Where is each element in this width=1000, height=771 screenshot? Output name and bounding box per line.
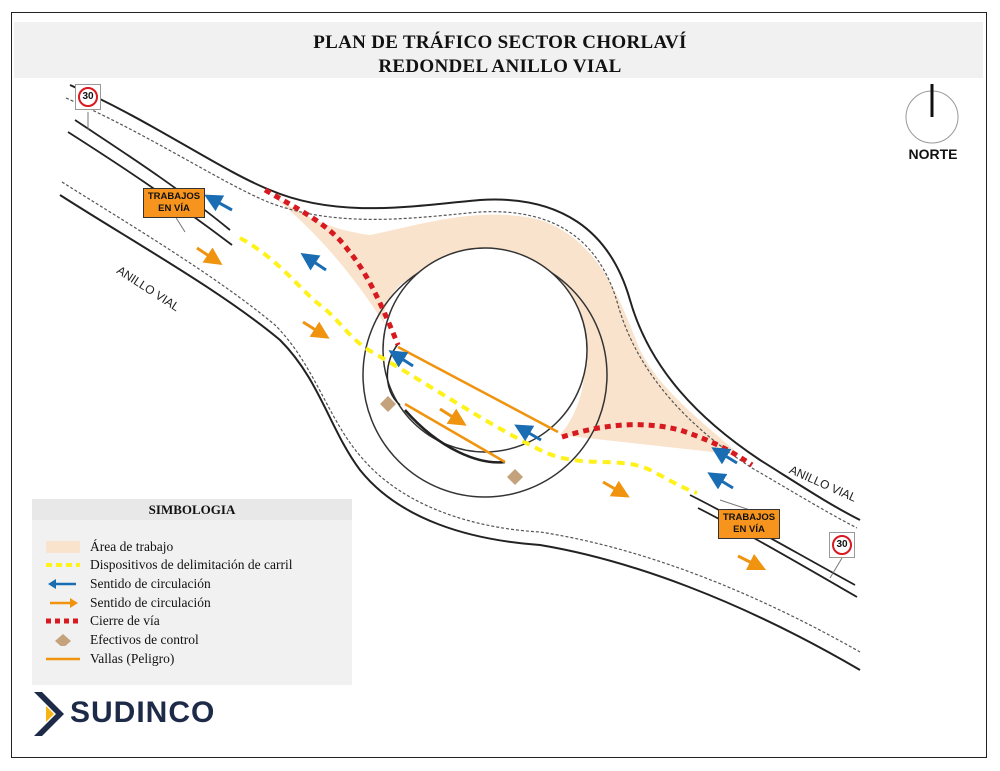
control-officer-icon — [507, 469, 523, 485]
barrier-line — [397, 345, 559, 434]
legend-label: Sentido de circulación — [90, 576, 211, 591]
blue-arrow-icon — [48, 579, 76, 589]
road-closure — [561, 422, 754, 468]
road-closure — [263, 187, 401, 346]
legend-item-barrier: Vallas (Peligro) — [32, 650, 352, 668]
orange-arrow-icon — [302, 320, 330, 339]
legend-label: Cierre de vía — [90, 613, 160, 628]
speed-limit-value: 30 — [832, 535, 852, 555]
speed-limit-value: 30 — [78, 87, 98, 107]
sign-leader — [829, 557, 843, 579]
legend-item-blue-arrow: Sentido de circulación — [32, 575, 352, 593]
blue-arrow-icon — [514, 424, 542, 442]
legend-item-control: Efectivos de control — [32, 631, 352, 649]
blue-arrow-icon — [388, 350, 414, 368]
barrier-line — [404, 402, 506, 464]
blue-arrow-icon — [707, 472, 734, 490]
work-sign-line2: EN VÍA — [158, 203, 190, 214]
orange-arrow-icon — [196, 246, 223, 265]
legend-label: Sentido de circulación — [90, 595, 211, 610]
blue-arrow-icon — [204, 194, 233, 212]
work-sign-east: TRABAJOS EN VÍA — [718, 509, 780, 539]
legend-item-work-area: Área de trabajo — [32, 538, 352, 556]
blue-arrow-icon — [711, 447, 738, 465]
road-edge-north — [69, 84, 861, 521]
roundabout-island — [382, 247, 588, 453]
orange-arrow-icon — [602, 480, 630, 498]
speed-limit-sign-west: 30 — [75, 84, 101, 110]
work-area-swatch — [46, 541, 80, 553]
legend-item-orange-arrow: Sentido de circulación — [32, 594, 352, 612]
title-band — [14, 22, 983, 78]
legend-item-delimiter: Dispositivos de delimitación de carril — [32, 556, 352, 574]
lane-divider-west — [74, 119, 231, 231]
orange-arrow-icon — [439, 407, 467, 426]
island-inner-cut — [404, 409, 506, 464]
orange-arrow-icon — [50, 598, 78, 608]
work-sign-west: TRABAJOS EN VÍA — [143, 188, 205, 218]
speed-limit-sign-east: 30 — [829, 532, 855, 558]
sign-leader — [719, 499, 751, 511]
logo-mark-icon — [34, 692, 64, 736]
work-sign-line2: EN VÍA — [733, 524, 765, 535]
control-officer-icon — [380, 396, 396, 412]
page-title: PLAN DE TRÁFICO SECTOR CHORLAVÍ — [313, 32, 687, 53]
sign-leader — [174, 215, 186, 233]
north-label: NORTE — [908, 146, 958, 162]
orange-arrow-icon — [737, 553, 767, 571]
legend-title: SIMBOLOGIA — [32, 499, 352, 520]
legend-label: Efectivos de control — [90, 632, 199, 647]
legend-panel: SIMBOLOGIA Área de trabajo Dispositivos … — [32, 499, 352, 685]
page-subtitle: REDONDEL ANILLO VIAL — [378, 56, 622, 77]
orange-line — [46, 657, 80, 661]
yellow-dashed-line — [46, 563, 80, 567]
lane-divider-east-2 — [697, 507, 858, 598]
blue-arrow-icon — [300, 253, 327, 272]
road-edge-south — [59, 194, 861, 671]
road-edge-north-inner — [65, 97, 858, 529]
diamond-icon — [55, 634, 71, 646]
lane-divider-west-2 — [67, 131, 233, 246]
legend-label: Dispositivos de delimitación de carril — [90, 557, 293, 572]
legend-label: Vallas (Peligro) — [90, 651, 175, 666]
red-dashed-line — [46, 618, 80, 624]
work-sign-line1: TRABAJOS — [722, 512, 776, 523]
lane-delimiter — [239, 236, 698, 495]
company-logo: SUDINCO — [32, 690, 242, 740]
page-frame — [11, 12, 987, 758]
logo-text: SUDINCO — [70, 696, 216, 729]
island-inner-cut-2 — [386, 343, 401, 406]
work-sign-line1: TRABAJOS — [147, 191, 201, 202]
legend-label: Área de trabajo — [90, 539, 174, 554]
legend-item-closure: Cierre de vía — [32, 612, 352, 630]
work-area — [265, 190, 740, 455]
